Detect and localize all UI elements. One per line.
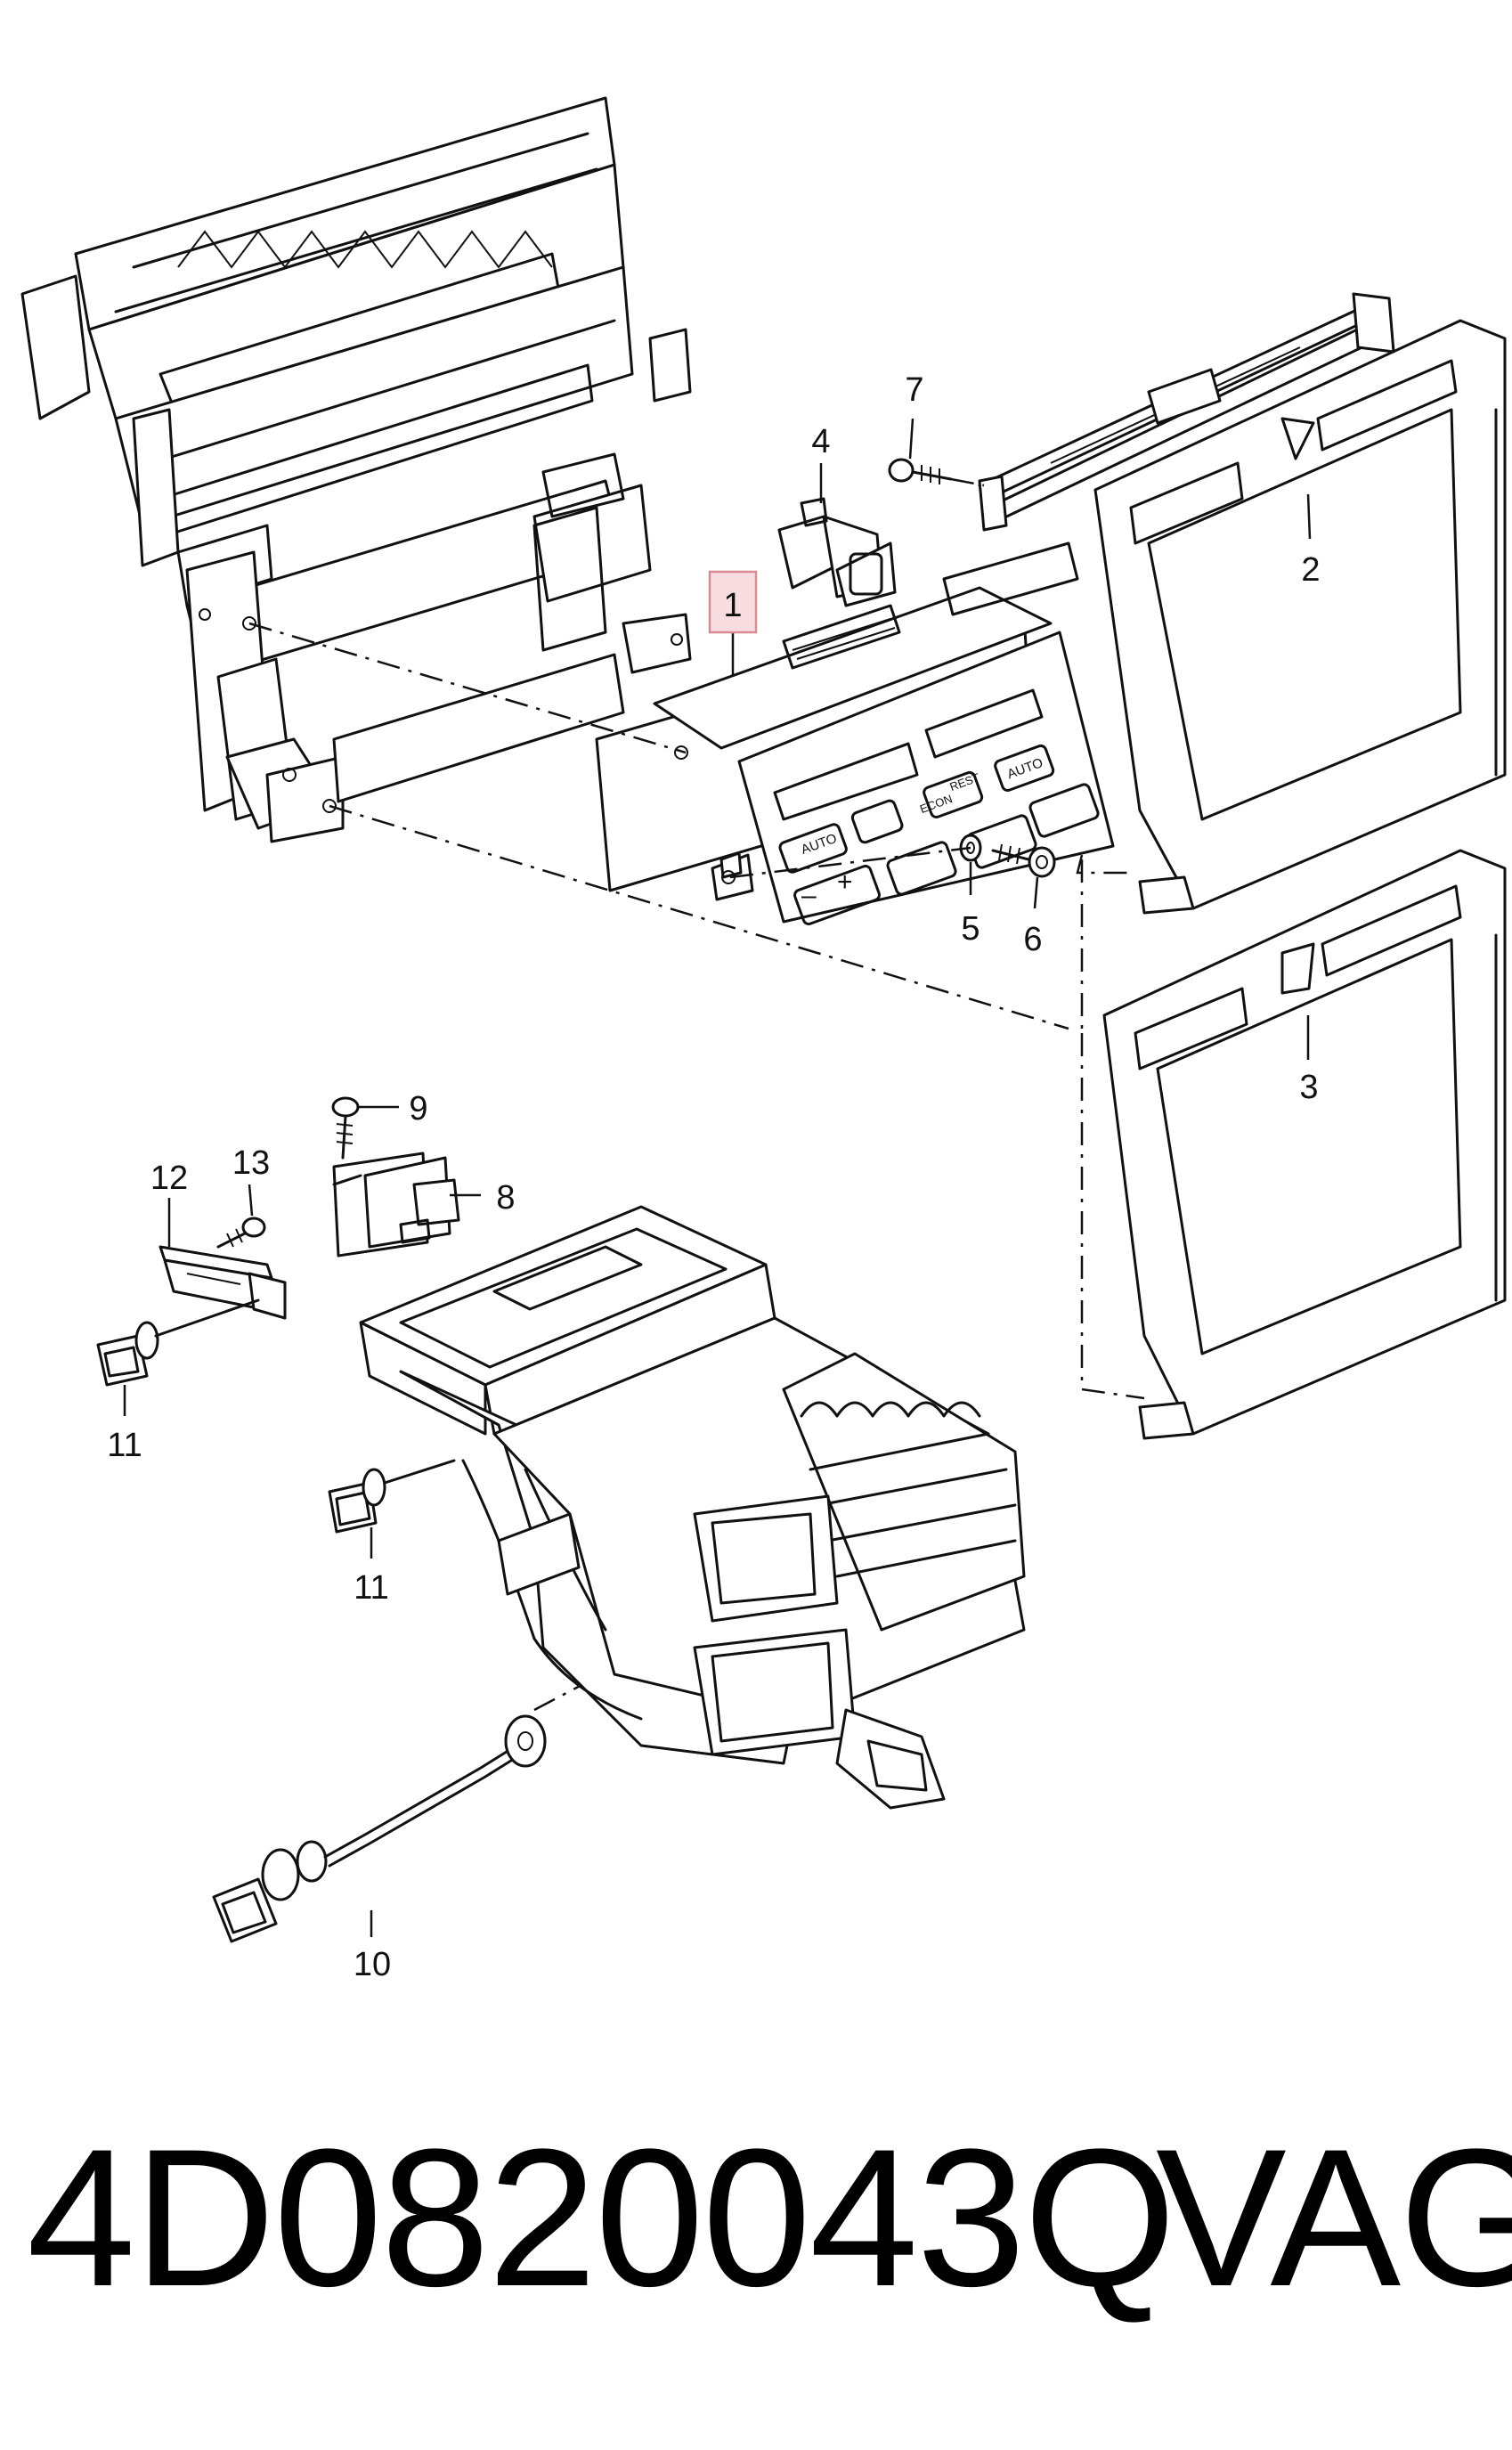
dashboard-mounting-frame (20, 96, 692, 843)
temperature-sensor-11b (328, 1459, 456, 1534)
callout-2: 2 (1301, 551, 1320, 589)
top-bracket (978, 292, 1395, 532)
screw-part-6 (991, 843, 1056, 878)
callout-labels: 1 2 3 4 5 6 7 8 9 10 11 11 12 13 (107, 371, 1320, 1983)
leader-lines (123, 418, 1312, 1937)
callout-12: 12 (150, 1160, 188, 1197)
highlight-box-part-1 (708, 570, 758, 634)
trim-frame-part-2 (1093, 319, 1507, 915)
callout-11a: 11 (107, 1427, 142, 1464)
screw-part-13 (216, 1217, 266, 1249)
sensor-cable-part-10 (212, 1714, 547, 1943)
trim-frame-part-3 (1102, 849, 1507, 1440)
panel-plus-key: + (837, 867, 853, 897)
screw-part-9 (331, 1096, 360, 1160)
callout-1: 1 (723, 587, 742, 624)
brand-caption: VAG (1156, 2108, 1512, 2327)
panel-minus-key: – (801, 881, 817, 910)
switch-part-4 (777, 497, 897, 607)
sensor-bracket-part-12 (159, 1245, 287, 1320)
callout-6: 6 (1023, 921, 1042, 958)
callout-3: 3 (1299, 1069, 1318, 1106)
callout-7: 7 (905, 371, 923, 409)
callout-13: 13 (232, 1144, 270, 1182)
heater-housing (359, 1205, 1026, 1810)
relay-part-8 (332, 1152, 460, 1258)
callout-8: 8 (496, 1179, 515, 1217)
screw-part-7 (888, 458, 953, 484)
callout-4: 4 (811, 423, 830, 460)
callout-5: 5 (961, 910, 980, 948)
temperature-sensor-11a (96, 1298, 260, 1387)
callout-10: 10 (354, 1946, 391, 1983)
callout-9: 9 (409, 1090, 427, 1127)
callout-11b: 11 (354, 1569, 388, 1607)
part-number-caption: 4D0820043Q (27, 2108, 1176, 2327)
